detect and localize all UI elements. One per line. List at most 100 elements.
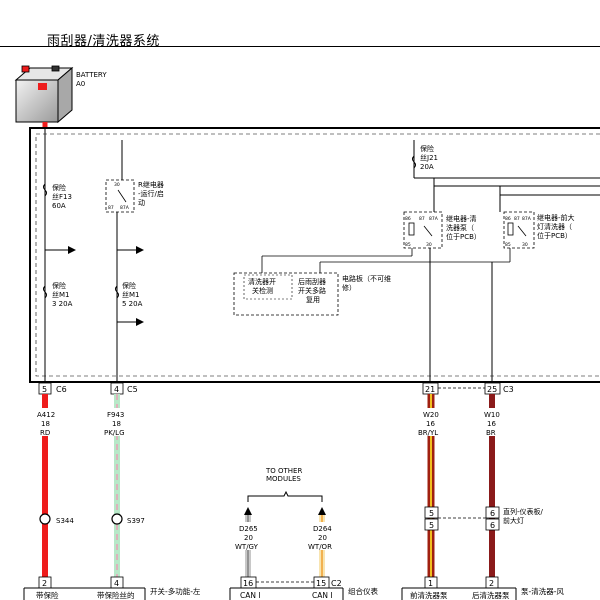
wire-d265-gauge: 20 <box>244 534 253 542</box>
bottom-label-front-pump: 前清洗器泵 <box>410 590 448 600</box>
inline-top-pin-6-box <box>485 506 500 519</box>
run-relay-pin-87a: 87A <box>120 205 130 211</box>
bottom-pin-2: 2 <box>42 579 47 588</box>
wire-a412-label-bg <box>30 408 62 436</box>
wire-w20-color: BR/YL <box>418 429 438 437</box>
inline-bottom-pin-6: 6 <box>490 521 495 530</box>
headlamp-relay-pin-30: 30 <box>522 242 528 248</box>
module2-label3: 复用 <box>306 295 320 304</box>
pump-relay-label2: 洗器泵（ <box>446 223 474 232</box>
inline-connector-label1: 直列-仪表板/ <box>503 507 544 516</box>
bottom-label-rear-pump: 后清洗器泵 <box>472 590 510 600</box>
battery-icon <box>14 65 74 124</box>
bottom-label-box1: 带保险 <box>36 590 59 600</box>
fuse-box-outline <box>29 127 600 383</box>
connector-c3-label: C3 <box>503 385 514 394</box>
inline-top-pin-5-box <box>424 506 439 519</box>
other-modules-line1: TO OTHER <box>265 467 302 475</box>
fuse-m1-3-line3: 3 20A <box>52 300 73 308</box>
inline-connector-label2: 前大灯 <box>503 516 524 525</box>
fuse-m1-3-symbol <box>43 285 47 299</box>
headlamp-relay-pin-87a: 87A <box>522 216 532 222</box>
pump-relay-pin-86: 86 <box>405 216 411 222</box>
bottom-pin-4: 4 <box>114 579 119 588</box>
other-modules-bracket <box>247 490 323 502</box>
fuse-m1-3-line1: 保险 <box>52 281 66 290</box>
splice-s344 <box>39 513 51 525</box>
connector-c6-pin: 5 <box>42 385 47 394</box>
bottom-label-pump-note: 泵-清洗器-风 <box>521 586 564 596</box>
arrow-head-2 <box>136 246 144 254</box>
splice-s397 <box>111 513 123 525</box>
title-rule <box>0 46 600 47</box>
arrow-head-1 <box>68 246 76 254</box>
connector-c5-label: C5 <box>127 385 138 394</box>
wire-f943-code: F943 <box>107 411 124 419</box>
wire-w10-color: BR <box>486 429 496 437</box>
inline-top-pin-5: 5 <box>429 509 434 518</box>
run-relay-label2: -运行/启 <box>138 189 164 198</box>
wire-f943-color: PK/LG <box>104 429 125 437</box>
washer-switch-detect-module <box>243 274 293 300</box>
headlamp-relay-pin-85: 85 <box>505 242 511 248</box>
fuse-m1-3-line2: 丝M1 <box>52 290 70 299</box>
circuit-board-box <box>233 272 339 316</box>
fuse-box-inner <box>35 133 600 377</box>
relay-headlamp-washer <box>503 211 535 249</box>
other-modules-line2: MODULES <box>266 475 301 483</box>
fuse-m1-5-symbol <box>115 285 119 299</box>
connector-c6-label: C6 <box>56 385 67 394</box>
bottom-pin-2b: 2 <box>489 579 494 588</box>
fuse-j21-line1: 保险 <box>420 144 434 153</box>
battery-code: A0 <box>76 80 85 88</box>
fuse-j21-line3: 20A <box>420 163 434 171</box>
pump-relay-pin-30: 30 <box>426 242 432 248</box>
wire-w20-label-bg <box>414 408 450 436</box>
connector-c3-pin: 25 <box>487 385 497 394</box>
wire-d265-color: WT/GY <box>235 543 259 551</box>
battery-name: BATTERY <box>76 71 107 79</box>
inline-bottom-pin-5: 5 <box>429 521 434 530</box>
connector-c5-pin: 4 <box>114 385 119 394</box>
page-title: 雨刮器/清洗器系统 <box>47 34 160 49</box>
headlamp-relay-pin-86: 86 <box>505 216 511 222</box>
pump-relay-pin-85: 85 <box>405 242 411 248</box>
fuse-f13-line1: 保险 <box>52 183 66 192</box>
bottom-pin-15: 15 <box>316 579 326 588</box>
wire-w10-label-bg <box>478 408 508 436</box>
fuse-j21-line2: 丝J21 <box>420 153 438 162</box>
fuse-j21-symbol <box>412 155 416 169</box>
run-relay-label3: 动 <box>138 198 145 207</box>
bottom-label-can1: CAN I <box>240 591 261 600</box>
module1-label1: 清洗器开 <box>248 277 276 286</box>
headlamp-relay-pin-87: 87 <box>514 216 520 222</box>
run-relay-label1: R继电器 <box>138 180 164 189</box>
pump-relay-pin-87a: 87A <box>429 216 439 222</box>
run-relay-switch <box>117 189 127 203</box>
pump-relay-label3: 位于PCB） <box>446 232 481 241</box>
bottom-label-box2: 带保险丝的 <box>97 590 135 600</box>
wire-f943-label-bg <box>100 408 136 436</box>
relay-washer-pump <box>403 211 443 249</box>
wire-d264-code: D264 <box>313 525 332 533</box>
module2-label2: 开关多路 <box>298 286 326 295</box>
pump-relay-label1: 继电器-清 <box>446 214 477 223</box>
bottom-label-cluster: 组合仪表 <box>348 586 378 596</box>
bottom-pin-1: 1 <box>428 579 433 588</box>
run-relay-pin-87: 87 <box>108 205 114 211</box>
circuit-board-note1: 电路板（不可维 <box>342 274 391 283</box>
arrow-up-d265 <box>244 507 252 515</box>
inline-bottom-pin-5-box <box>424 518 439 531</box>
wire-w10-gauge: 16 <box>487 420 496 428</box>
fuse-m1-5-line1: 保险 <box>122 281 136 290</box>
connector-c2-label: C2 <box>331 579 342 588</box>
module2-label1: 后雨刮器 <box>298 277 326 286</box>
fuse-f13-symbol <box>43 183 47 197</box>
arrow-up-d264 <box>318 507 326 515</box>
wire-d264-gauge: 20 <box>318 534 327 542</box>
fuse-f13-line3: 60A <box>52 202 66 210</box>
wire-a412-color: RD <box>40 429 50 437</box>
fuse-m1-5-line3: 5 20A <box>122 300 143 308</box>
